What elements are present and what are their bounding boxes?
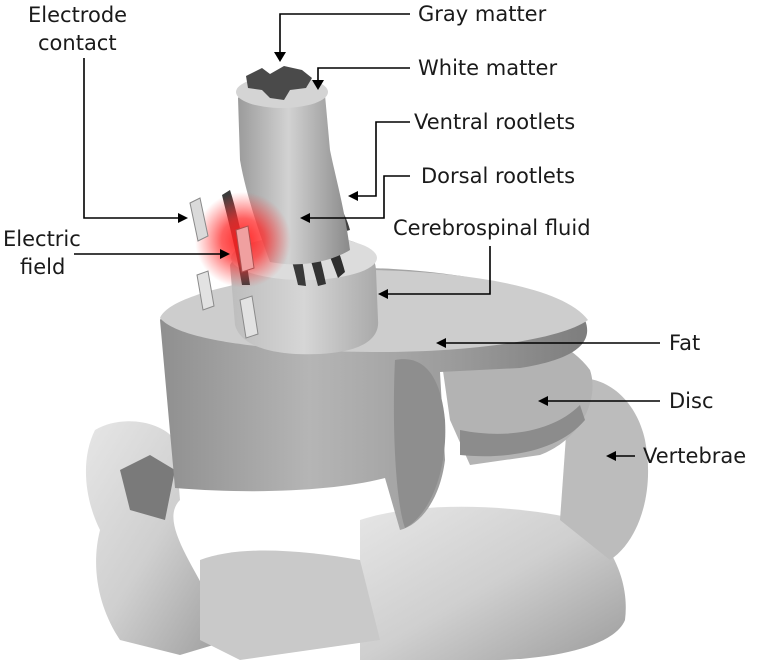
label-electric-field-line1: Electric xyxy=(3,227,81,251)
label-white-matter: White matter xyxy=(418,56,557,80)
label-gray-matter: Gray matter xyxy=(418,2,547,26)
electrode-contacts xyxy=(189,197,259,339)
label-dorsal-rootlets: Dorsal rootlets xyxy=(421,164,575,188)
electrode-contact xyxy=(239,295,259,339)
label-electrode-contact-line2: contact xyxy=(38,31,117,55)
leader-disc xyxy=(538,396,660,406)
leader-vertebrae xyxy=(606,451,635,461)
leader-lines xyxy=(74,13,660,461)
label-electric-field-line2: field xyxy=(20,255,65,279)
electrode-contact xyxy=(235,225,255,273)
vertebrae-shape xyxy=(85,378,649,660)
leader-white-matter xyxy=(312,67,410,90)
leader-ventral-rootlets xyxy=(348,121,410,201)
leader-fat xyxy=(436,338,660,348)
electrode-contact xyxy=(196,270,215,311)
label-electrode-contact-line1: Electrode xyxy=(28,3,127,27)
label-ventral-rootlets: Ventral rootlets xyxy=(414,110,575,134)
label-fat: Fat xyxy=(669,331,700,355)
leader-electric-field xyxy=(74,249,230,259)
leader-cerebrospinal-fluid xyxy=(378,246,491,299)
leader-electrode-contact xyxy=(83,58,188,223)
label-disc: Disc xyxy=(669,389,714,413)
leader-dorsal-rootlets xyxy=(300,175,410,223)
electrode-contact xyxy=(189,197,209,242)
label-vertebrae: Vertebrae xyxy=(643,444,746,468)
label-cerebrospinal-fluid: Cerebrospinal fluid xyxy=(393,216,591,240)
gray-matter-shape xyxy=(246,66,312,100)
leader-gray-matter xyxy=(274,13,410,62)
